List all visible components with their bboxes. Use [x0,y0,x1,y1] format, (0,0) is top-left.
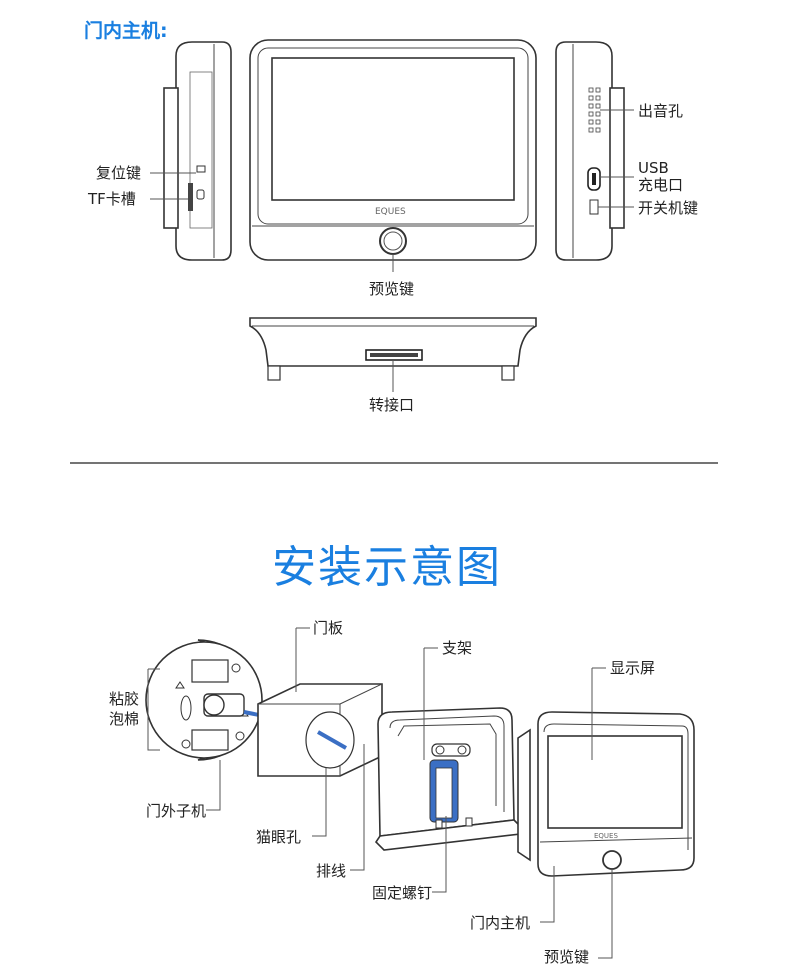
label-adapter-port: 转接口 [369,396,414,414]
label-outdoor-unit: 门外子机 [146,802,206,820]
label-preview-key-bottom: 预览键 [544,948,589,966]
label-usb-line1: USB [638,159,669,177]
label-adhesive-line1: 粘胶 [109,690,139,708]
label-preview-key-top: 预览键 [369,280,414,298]
usb-port [587,167,601,191]
label-indoor-unit: 门内主机 [470,914,530,932]
bracket [374,707,521,851]
label-display: 显示屏 [610,659,655,677]
label-fixing-screw: 固定螺钉 [372,884,432,902]
section-title-installation: 安装示意图 [272,542,502,593]
unit-bottom-view [249,317,537,381]
brand-logo: EQUES [375,207,406,217]
label-usb-line2: 充电口 [638,176,683,194]
unit-front-view: EQUES [249,39,537,261]
reset-key [196,165,206,173]
indoor-unit: EQUES [517,711,695,877]
label-reset-key: 复位键 [96,164,141,182]
preview-button-angled [602,850,622,870]
label-power-key: 开关机键 [638,199,698,217]
outdoor-unit [145,639,263,761]
label-cable: 排线 [316,862,346,880]
display-screen [547,735,683,829]
label-speaker-holes: 出音孔 [638,102,683,120]
label-door-plate: 门板 [313,619,343,637]
label-tf-slot: TF卡槽 [87,190,136,208]
brand-logo-angled: EQUES [594,832,618,840]
label-adhesive-line2: 泡棉 [109,710,139,728]
screen [271,57,515,201]
unit-right-side-view [555,41,625,261]
door-plate [257,683,383,777]
tf-card-slot [188,183,193,211]
label-bracket: 支架 [442,639,472,657]
speaker-holes [588,87,601,133]
label-peephole: 猫眼孔 [256,828,301,846]
unit-left-side-view [163,41,232,261]
section-title-indoor-unit: 门内主机: [84,19,168,42]
